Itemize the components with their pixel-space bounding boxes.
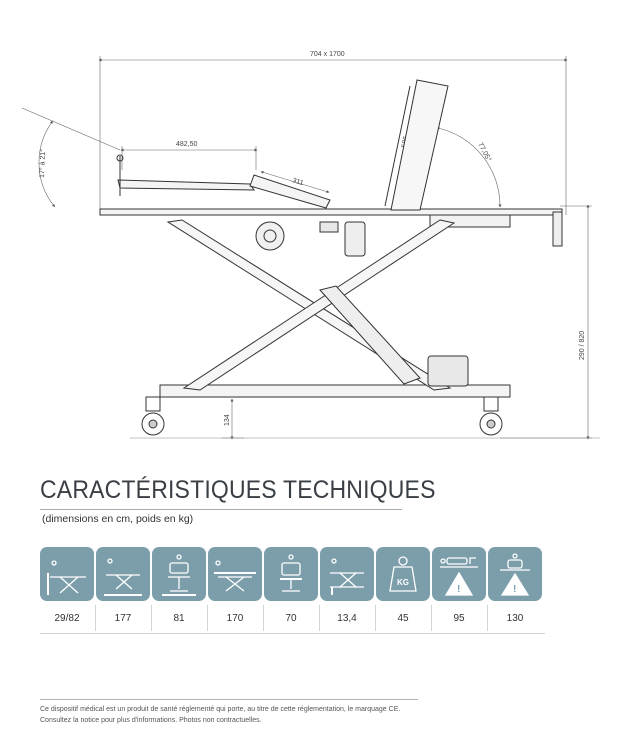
seat-height-icon xyxy=(152,547,206,601)
seat-width-icon xyxy=(264,547,318,601)
spec-divider xyxy=(319,605,320,631)
spec-divider xyxy=(487,605,488,631)
spec-divider xyxy=(375,605,376,631)
footer-line: Consultez la notice pour plus d'informat… xyxy=(40,717,262,724)
spec-value: 13,4 xyxy=(337,613,357,624)
spec-divider xyxy=(207,605,208,631)
calf-dimension-label: 311 xyxy=(291,177,304,187)
legrest-dimension-label: 482,50 xyxy=(176,141,198,148)
spec-item: ! 130 xyxy=(488,547,542,633)
ground-dimension-label: 134 xyxy=(224,414,231,426)
wheel-right xyxy=(479,396,503,436)
spec-value: 95 xyxy=(453,613,465,624)
spec-item: 177 xyxy=(96,547,152,633)
spec-value: 70 xyxy=(285,613,297,624)
back-angle-dimension xyxy=(436,126,502,208)
tilt-dimension xyxy=(21,107,121,208)
spec-value: 29/82 xyxy=(54,613,80,624)
stretcher-frame xyxy=(99,79,563,398)
spec-value: 177 xyxy=(114,613,132,624)
spec-divider xyxy=(151,605,152,631)
footer-line: Ce dispositif médical est un produit de … xyxy=(40,706,401,713)
spec-value: 81 xyxy=(173,613,185,624)
wheel-left xyxy=(141,396,165,436)
bed-lying-length-icon xyxy=(208,547,262,601)
max-patient-weight-icon: ! xyxy=(432,547,486,601)
height-dimension xyxy=(500,204,592,440)
spec-item: 29/82 xyxy=(40,547,96,633)
legrest-dimension xyxy=(120,146,258,170)
spec-divider-bottom xyxy=(40,633,545,634)
spec-item: 81 xyxy=(152,547,208,633)
spec-value: 170 xyxy=(226,613,244,624)
spec-item: 70 xyxy=(264,547,320,633)
bed-length-icon xyxy=(96,547,150,601)
spec-item: ! 95 xyxy=(432,547,488,633)
spec-value: 130 xyxy=(506,613,524,624)
bed-clearance-icon xyxy=(320,547,374,601)
svg-text:!: ! xyxy=(513,584,516,595)
svg-text:!: ! xyxy=(457,584,460,595)
spec-item: 170 xyxy=(208,547,264,633)
spec-divider xyxy=(95,605,96,631)
section-subtitle: (dimensions en cm, poids en kg) xyxy=(42,513,194,525)
weight-kg-icon: KG xyxy=(376,547,430,601)
width-dimension-label: 704 x 1700 xyxy=(310,51,345,58)
width-dimension xyxy=(98,56,568,215)
title-divider xyxy=(40,509,402,510)
spec-divider xyxy=(431,605,432,631)
footer-note: Ce dispositif médical est un produit de … xyxy=(40,704,400,726)
tilt-dimension-label: 17° à 21° xyxy=(38,149,47,178)
spec-item: KG 45 xyxy=(376,547,432,633)
svg-text:KG: KG xyxy=(397,578,409,587)
spec-value: 45 xyxy=(397,613,409,624)
spec-item: 13,4 xyxy=(320,547,376,633)
stretcher-technical-drawing: 704 x 1700 290 / 820 17° à 21° 482,50 31… xyxy=(21,51,600,440)
height-dimension-label: 290 / 820 xyxy=(579,331,586,360)
safe-working-load-icon: ! xyxy=(488,547,542,601)
section-title: CARACTÉRISTIQUES TECHNIQUES xyxy=(40,476,436,504)
bed-height-icon xyxy=(40,547,94,601)
footer-divider xyxy=(40,699,418,700)
back-angle-dimension-label: 77,05° xyxy=(476,141,493,163)
spec-strip: 29/82 177 81 170 70 13,4 xyxy=(40,547,545,633)
spec-divider xyxy=(263,605,264,631)
calf-dimension xyxy=(260,170,330,194)
